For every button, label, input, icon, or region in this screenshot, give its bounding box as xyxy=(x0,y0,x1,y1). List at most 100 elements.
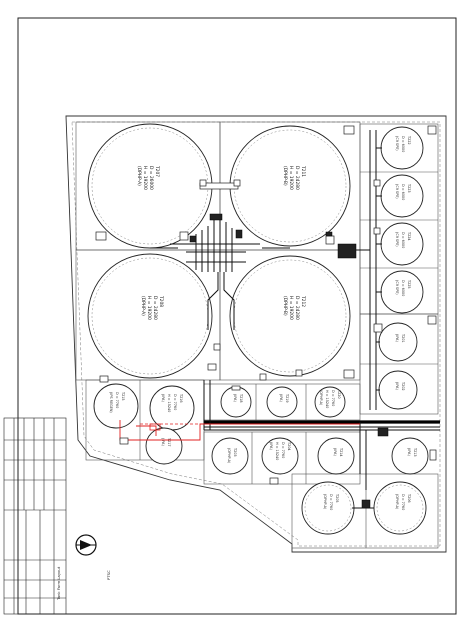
tank-t207: T207 D = 26000 H = 19200 (DPHP-A) xyxy=(87,123,213,249)
svg-text:(IPA): (IPA) xyxy=(395,382,399,390)
svg-text:D = 7760: D = 7760 xyxy=(329,494,333,510)
svg-text:(IPA): (IPA) xyxy=(333,448,337,456)
svg-text:H = 15240: H = 15240 xyxy=(275,442,279,460)
tank-t225: T225 D = 6000 (C9 SPE) xyxy=(380,270,424,314)
tank-t208: T208 D = 24280 H = 19200 (DPHP-A) xyxy=(87,253,213,379)
site-boundary xyxy=(65,115,447,553)
svg-text:T213: T213 xyxy=(413,447,417,457)
company-name: PTSC xyxy=(106,570,111,580)
svg-text:T215: T215 xyxy=(121,391,125,401)
site-boundary-inner xyxy=(71,121,441,547)
svg-text:D = 24280: D = 24280 xyxy=(294,296,300,320)
svg-text:H = 19200: H = 19200 xyxy=(288,166,294,190)
svg-text:T218: T218 xyxy=(239,393,243,403)
svg-text:H = 19200: H = 19200 xyxy=(146,296,152,320)
svg-text:(DPHP-B): (DPHP-B) xyxy=(282,166,288,186)
svg-text:H = 15240: H = 15240 xyxy=(325,390,329,408)
tank-t215: T215 D = 7760 (IPS REGEN) xyxy=(93,383,139,429)
svg-text:(IPA): (IPA) xyxy=(407,448,411,456)
svg-text:(DPHP-A): (DPHP-A) xyxy=(323,494,327,510)
title-block: PTSC Tank Farm Layout xyxy=(3,417,111,615)
svg-text:D = 7760: D = 7760 xyxy=(115,392,119,408)
svg-text:(IPS REGEN): (IPS REGEN) xyxy=(109,392,113,413)
svg-text:(IPA): (IPA) xyxy=(161,394,165,402)
svg-text:T206: T206 xyxy=(407,493,411,503)
svg-text:T222: T222 xyxy=(407,135,411,145)
svg-text:T220: T220 xyxy=(337,389,341,399)
svg-text:H = 15240: H = 15240 xyxy=(167,394,171,412)
tank-t206: T206 D = 7760 (DPHP-A) xyxy=(373,481,427,535)
tank-t223: T223 D = 6000 (C9 SPE) xyxy=(380,174,424,218)
svg-text:T224: T224 xyxy=(407,231,411,241)
tank-t222: T222 D = 6000 (C9 SPE) xyxy=(380,126,424,170)
svg-text:D = 7760: D = 7760 xyxy=(331,390,335,406)
svg-text:(IPA): (IPA) xyxy=(233,394,237,402)
tank-t211: T211 D = 24280 H = 19200 (DPHP-B) xyxy=(229,125,351,247)
tank-t204: T204 D = 7760 H = 15240 (IPA) xyxy=(261,437,299,475)
svg-text:T217: T217 xyxy=(167,437,171,447)
svg-text:(IPA): (IPA) xyxy=(161,438,165,446)
svg-text:T203: T203 xyxy=(233,447,237,457)
svg-text:D = 7760: D = 7760 xyxy=(281,442,285,458)
svg-text:D = 6000: D = 6000 xyxy=(401,184,405,200)
svg-text:D = 6000: D = 6000 xyxy=(401,136,405,152)
svg-text:(C9 SPE): (C9 SPE) xyxy=(395,184,399,199)
tank-t224: T224 D = 6000 (C9 SPE) xyxy=(380,222,424,266)
tank-t216: T216 D = 7760 H = 15240 (IPA) xyxy=(149,385,195,431)
bund-lower-right xyxy=(291,473,439,549)
svg-text:T214: T214 xyxy=(339,447,343,457)
svg-text:(C9 SPE): (C9 SPE) xyxy=(395,280,399,295)
svg-text:T204: T204 xyxy=(287,441,291,451)
svg-text:T201: T201 xyxy=(401,333,405,343)
svg-text:(DPHP-A): (DPHP-A) xyxy=(395,494,399,510)
svg-text:(IPA): (IPA) xyxy=(395,334,399,342)
company-logo-icon xyxy=(75,534,97,556)
svg-text:T225: T225 xyxy=(407,279,411,289)
svg-text:T216: T216 xyxy=(179,393,183,403)
tank-t213: T213 (IPA) xyxy=(391,437,429,475)
svg-text:T208: T208 xyxy=(158,295,164,307)
pump-manifold xyxy=(150,182,290,330)
svg-text:D = 6000: D = 6000 xyxy=(401,232,405,248)
tank-t217: T217 (IPA) xyxy=(145,427,183,465)
tank-t202: T202 (IPA) xyxy=(378,370,418,410)
svg-text:(DPHP-B): (DPHP-B) xyxy=(282,296,288,316)
equipment-markers xyxy=(95,179,437,485)
svg-text:T211: T211 xyxy=(300,165,306,177)
tank-t219: T219 (IPA) xyxy=(266,386,298,418)
svg-text:D = 6000: D = 6000 xyxy=(401,280,405,296)
svg-text:(DPHP-A): (DPHP-A) xyxy=(140,296,146,316)
tank-t203: T203 (DPHP-A) xyxy=(211,437,249,475)
svg-text:(DPHP-A): (DPHP-A) xyxy=(227,448,231,464)
svg-text:(C9 SPE): (C9 SPE) xyxy=(395,136,399,151)
sheet-note: Tank Farm Layout xyxy=(56,566,61,601)
svg-text:H = 19200: H = 19200 xyxy=(288,296,294,320)
tank-t218: T218 (IPA) xyxy=(220,386,252,418)
svg-text:D = 7760: D = 7760 xyxy=(401,494,405,510)
tank-t214: T214 (IPA) xyxy=(317,437,355,475)
svg-text:T202: T202 xyxy=(401,381,405,391)
tank-t205: T205 D = 7760 (DPHP-A) xyxy=(301,481,355,535)
tank-t220: T220 D = 7760 H = 15240 (DPHP-A) xyxy=(314,386,346,418)
svg-text:D = 24280: D = 24280 xyxy=(152,296,158,320)
svg-text:(IPA): (IPA) xyxy=(279,394,283,402)
svg-text:D = 26000: D = 26000 xyxy=(148,166,154,190)
svg-text:(IPA): (IPA) xyxy=(269,442,273,450)
svg-text:(DPHP-A): (DPHP-A) xyxy=(319,390,323,406)
tank-t212: T212 D = 24280 H = 19200 (DPHP-B) xyxy=(229,255,351,377)
svg-text:D = 7760: D = 7760 xyxy=(173,394,177,410)
svg-text:T205: T205 xyxy=(335,493,339,503)
svg-text:T207: T207 xyxy=(154,165,160,177)
sheet-border xyxy=(17,17,457,615)
svg-text:T223: T223 xyxy=(407,183,411,193)
main-pipe-rack xyxy=(203,380,440,509)
svg-text:H = 19200: H = 19200 xyxy=(142,166,148,190)
svg-text:T212: T212 xyxy=(300,295,306,307)
svg-text:T219: T219 xyxy=(285,393,289,403)
svg-text:(C9 SPE): (C9 SPE) xyxy=(395,232,399,247)
highlighted-lines xyxy=(119,420,360,441)
svg-text:(DPHP-A): (DPHP-A) xyxy=(136,166,142,186)
svg-text:D = 24280: D = 24280 xyxy=(294,166,300,190)
tank-t201: T201 (IPA) xyxy=(378,322,418,362)
